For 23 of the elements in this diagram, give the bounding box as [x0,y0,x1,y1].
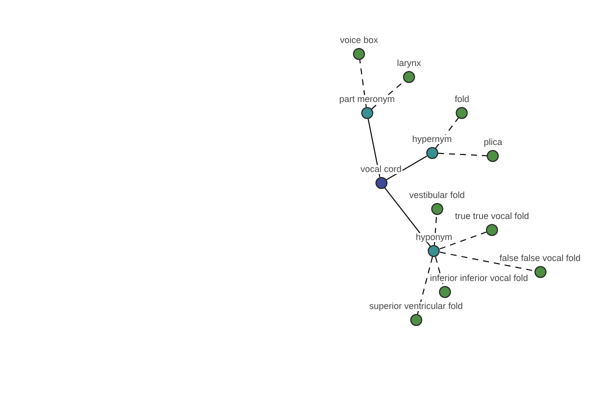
node-label: vocal cord [359,165,403,174]
dashed-line [359,59,367,108]
node-label: larynx [396,59,422,68]
line [386,156,428,180]
node-label: plica [482,138,504,147]
node-label: hypernym [411,135,453,144]
dashed-line [439,252,535,272]
dashed-line [434,214,438,246]
node-label: vestibular fold [408,191,466,200]
node-label: part meronym [338,95,396,104]
node-label: true true vocal fold [454,212,530,221]
dashed-line [439,232,487,250]
node-label: hyponym [414,233,454,242]
dashed-line [438,152,488,156]
node-label: inferior inferior vocal fold [428,274,530,283]
dashed-line [435,256,444,287]
dashed-line [435,117,459,149]
node-label: false false vocal fold [498,254,582,263]
dashed-line [417,256,433,315]
node-label: fold [454,95,470,104]
line [368,118,380,178]
node-label: superior ventricular fold [368,302,464,311]
node-label: voice box [338,36,380,45]
